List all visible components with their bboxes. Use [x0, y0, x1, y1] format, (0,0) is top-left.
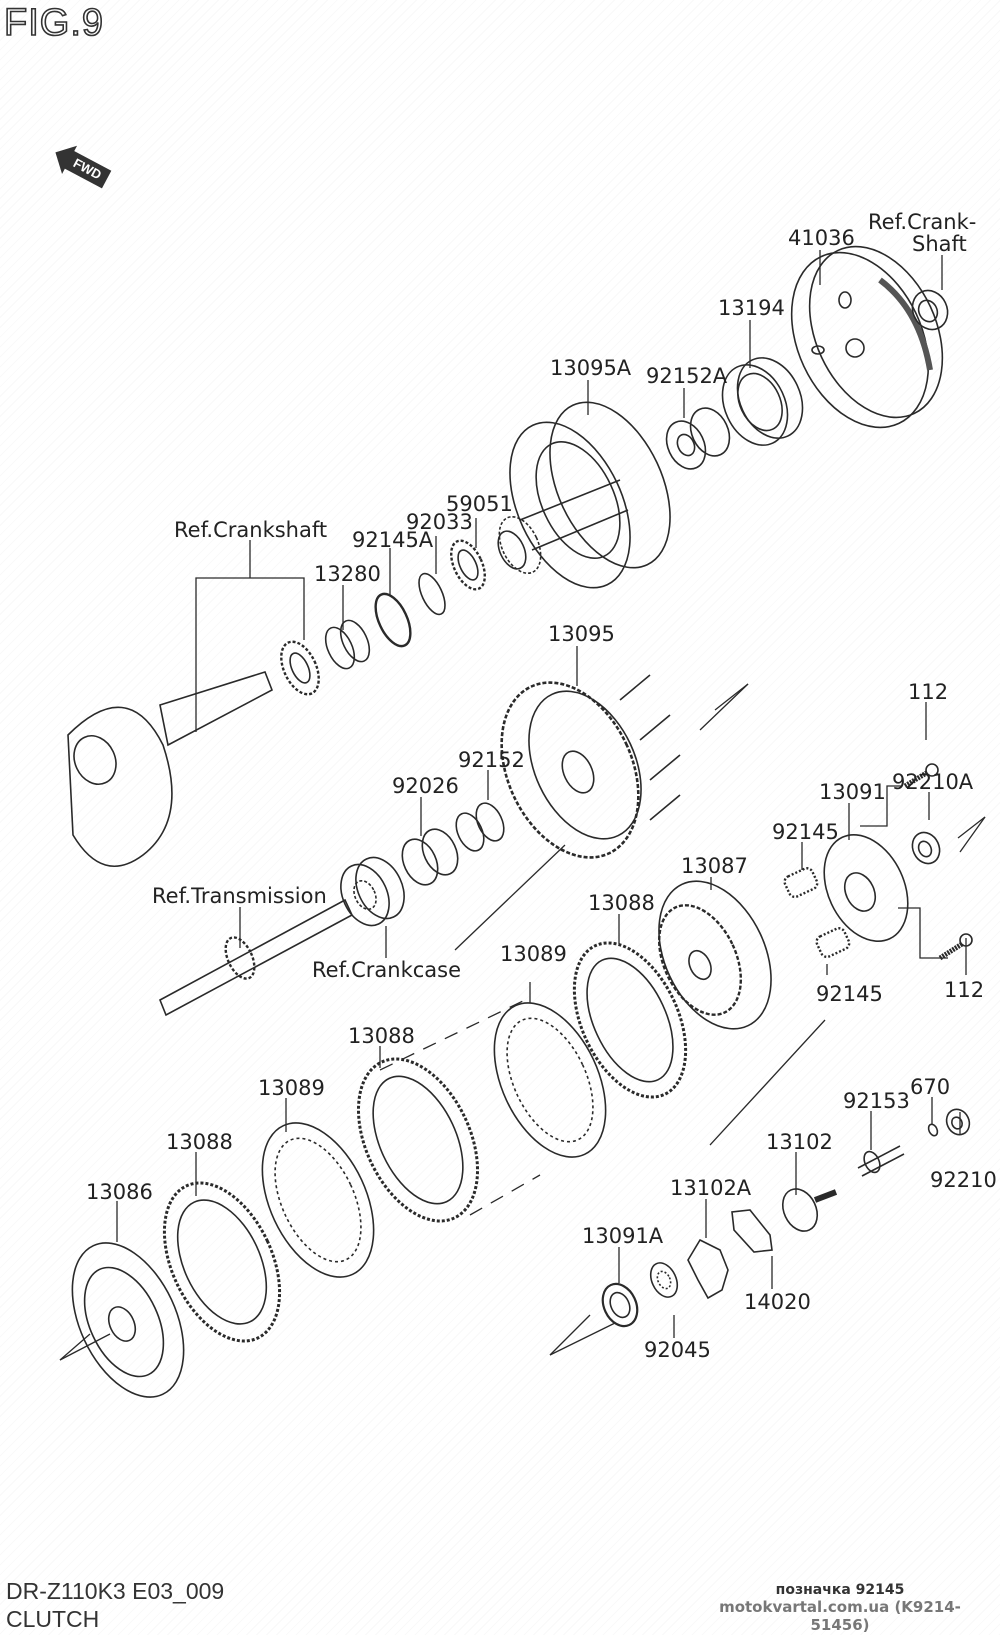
part-13091-pressure-plate	[823, 833, 909, 943]
label-92033: 92033	[406, 510, 473, 534]
label-92026: 92026	[392, 774, 459, 798]
leader-lines	[116, 250, 967, 1338]
label-ref-crankshaft-nut-line1: Ref.Crank-	[868, 210, 977, 234]
label-92210A: 92210A	[892, 770, 974, 794]
part-13086-clutch-plate	[71, 1242, 185, 1398]
label-13095: 13095	[548, 622, 615, 646]
part-13088-friction-plate-left	[356, 1057, 480, 1223]
part-670-o-ring	[927, 1123, 939, 1137]
label-ref-crankshaft-nut-line2: Shaft	[912, 232, 967, 256]
part-13102-lifter	[781, 1188, 838, 1232]
label-92210: 92210	[930, 1168, 997, 1192]
part-ref-crankshaft-nut	[911, 289, 949, 331]
label-13102: 13102	[766, 1130, 833, 1154]
label-112-bottom: 112	[944, 978, 985, 1002]
part-13102A-lifter-arm	[687, 1238, 729, 1300]
part-92152A-collar	[665, 407, 731, 470]
part-13095-clutch-housing-gear	[500, 674, 681, 859]
label-13089-left: 13089	[258, 1076, 325, 1100]
label-13086: 13086	[86, 1180, 153, 1204]
label-13088-left: 13088	[348, 1024, 415, 1048]
part-92026-spacer	[401, 828, 459, 886]
label-ref-crankshaft: Ref.Crankshaft	[174, 518, 328, 542]
part-14020-gasket	[731, 1209, 773, 1253]
label-13088-far: 13088	[166, 1130, 233, 1154]
part-13089-steel-plate-left	[261, 1122, 375, 1278]
label-13280: 13280	[314, 562, 381, 586]
part-13088-friction-plate-mid	[572, 941, 688, 1099]
label-13102A: 13102A	[670, 1176, 752, 1200]
label-92145A: 92145A	[352, 528, 434, 552]
label-ref-crankcase: Ref.Crankcase	[312, 958, 462, 982]
part-92145A-washer	[374, 592, 412, 648]
part-92145-spring-bottom	[815, 927, 851, 959]
label-13091: 13091	[819, 780, 886, 804]
part-13087-clutch-hub	[657, 880, 772, 1030]
part-13280-sleeve	[324, 619, 371, 670]
label-92153: 92153	[843, 1089, 910, 1113]
part-41036-clutch-shoe	[790, 245, 944, 429]
label-92145-top: 92145	[772, 820, 839, 844]
part-92145-spring-top	[783, 867, 819, 899]
part-92045-bearing	[649, 1262, 679, 1298]
part-112-bolt-bottom	[938, 933, 973, 961]
label-92145-bottom: 92145	[816, 982, 883, 1006]
part-92152-collar	[455, 802, 505, 852]
part-ref-crankcase-bearing	[340, 856, 405, 927]
part-112-bolt-top	[903, 763, 939, 789]
label-13091A: 13091A	[582, 1224, 664, 1248]
assembly-axis-lines	[59, 683, 986, 1361]
label-670: 670	[910, 1075, 951, 1099]
label-ref-transmission: Ref.Transmission	[152, 884, 327, 908]
watermark-link[interactable]: motokvartal.com.ua (K9214-51456)	[719, 1598, 961, 1634]
part-primary-drive-gear	[497, 515, 542, 575]
part-ref-transmission-shaft	[158, 898, 354, 1017]
label-92152: 92152	[458, 748, 525, 772]
part-ref-crankshaft	[67, 671, 274, 867]
label-13194: 13194	[718, 296, 785, 320]
model-code: DR-Z110K3 E03_009	[6, 1578, 225, 1604]
part-13091A-oil-seal	[601, 1282, 639, 1328]
part-13088-friction-plate-far	[162, 1181, 282, 1343]
section-title: CLUTCH	[6, 1606, 100, 1632]
part-13089-steel-plate-mid	[493, 1002, 607, 1158]
part-92210A-nut	[911, 831, 941, 865]
part-13194-one-way-clutch	[721, 357, 804, 446]
label-112-top: 112	[908, 680, 949, 704]
part-crankshaft-gear	[280, 640, 320, 696]
label-14020: 14020	[744, 1290, 811, 1314]
label-13089-mid: 13089	[500, 942, 567, 966]
label-13088-mid: 13088	[588, 891, 655, 915]
label-41036: 41036	[788, 226, 855, 250]
part-13095A-clutch-housing	[509, 401, 671, 589]
label-92152A: 92152A	[646, 364, 728, 388]
label-13087: 13087	[681, 854, 748, 878]
part-92153-adjuster	[857, 1145, 905, 1177]
part-92033-circlip	[418, 572, 446, 616]
highlight-note: позначка 92145	[775, 1582, 905, 1598]
part-92210-nut	[945, 1108, 971, 1136]
part-59051-gear	[450, 539, 486, 591]
figure-title: FIG.9	[3, 1, 105, 45]
label-92045: 92045	[644, 1338, 711, 1362]
label-59051: 59051	[446, 492, 513, 516]
label-13095A: 13095A	[550, 356, 632, 380]
